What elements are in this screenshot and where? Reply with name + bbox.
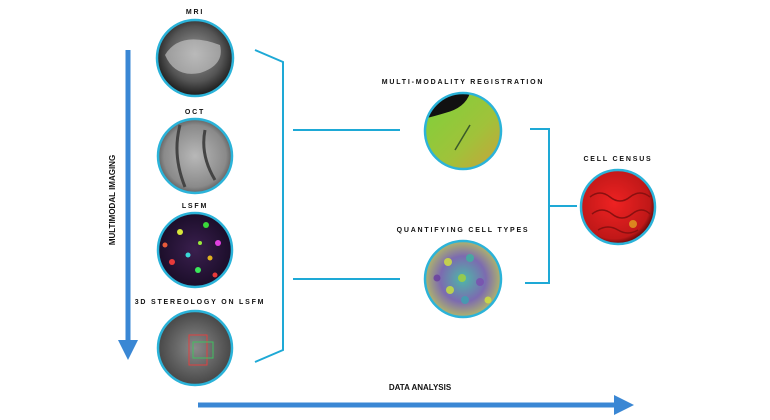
mri-label: MRI xyxy=(186,9,204,16)
oct-node: OCT xyxy=(156,109,234,195)
registration-label: MULTI-MODALITY REGISTRATION xyxy=(382,79,545,86)
stereology-label: 3D STEREOLOGY ON LSFM xyxy=(135,299,266,306)
cell-census-node: CELL CENSUS xyxy=(579,156,657,246)
multimodal-imaging-label: MULTIMODAL IMAGING xyxy=(108,155,117,245)
stereology-image xyxy=(158,311,232,385)
imaging-bracket xyxy=(254,49,400,363)
oct-label: OCT xyxy=(185,109,205,116)
lsfm-node: LSFM xyxy=(156,203,234,289)
cell-census-label: CELL CENSUS xyxy=(583,156,652,163)
stereology-node: 3D STEREOLOGY ON LSFM xyxy=(135,299,266,387)
mri-node: MRI xyxy=(155,9,235,98)
quantifying-label: QUANTIFYING CELL TYPES xyxy=(397,227,530,234)
quantifying-node: QUANTIFYING CELL TYPES xyxy=(397,227,530,319)
registration-node: MULTI-MODALITY REGISTRATION xyxy=(382,79,545,171)
lsfm-label: LSFM xyxy=(182,203,208,210)
data-analysis-label: DATA ANALYSIS xyxy=(389,383,452,392)
lsfm-image xyxy=(158,213,232,287)
analysis-bracket xyxy=(525,128,577,284)
